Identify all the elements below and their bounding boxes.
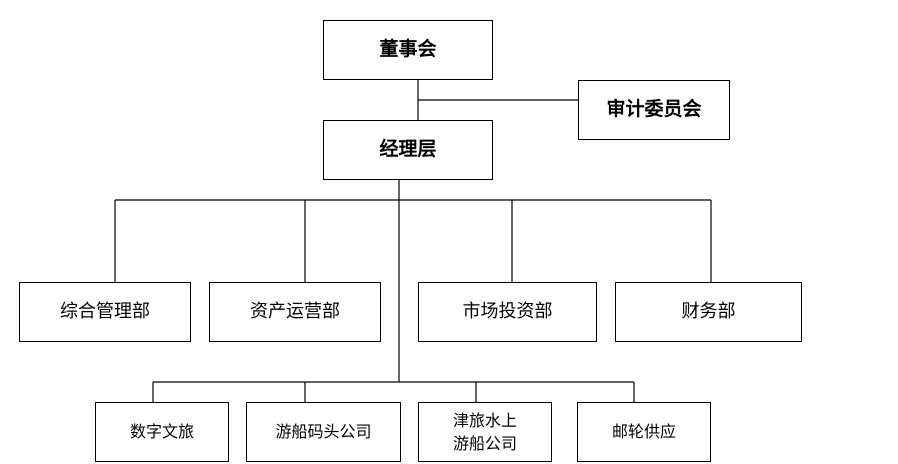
subsidiary-label: 津旅水上 游船公司 bbox=[452, 410, 517, 453]
department-box-general-admin: 综合管理部 bbox=[19, 282, 191, 342]
subsidiary-box-digital-tourism: 数字文旅 bbox=[95, 402, 229, 462]
department-label: 资产运营部 bbox=[250, 300, 340, 322]
management-box: 经理层 bbox=[323, 120, 493, 180]
subsidiary-box-cruise-supply: 邮轮供应 bbox=[577, 402, 711, 462]
department-label: 财务部 bbox=[681, 300, 736, 322]
audit-committee-box: 审计委员会 bbox=[578, 80, 730, 140]
subsidiary-box-water-cruise: 津旅水上 游船公司 bbox=[418, 402, 552, 462]
subsidiary-label: 游船码头公司 bbox=[275, 422, 372, 442]
board-box: 董事会 bbox=[323, 20, 493, 80]
department-label: 市场投资部 bbox=[462, 300, 553, 322]
management-label: 经理层 bbox=[379, 138, 437, 161]
department-box-market-investment: 市场投资部 bbox=[418, 282, 597, 342]
department-box-asset-operations: 资产运营部 bbox=[209, 282, 381, 342]
subsidiary-box-cruise-terminal: 游船码头公司 bbox=[246, 402, 401, 462]
subsidiary-label: 数字文旅 bbox=[129, 422, 194, 442]
department-label: 综合管理部 bbox=[60, 300, 150, 322]
board-label: 董事会 bbox=[379, 38, 437, 61]
subsidiary-label: 邮轮供应 bbox=[611, 422, 676, 442]
department-box-finance: 财务部 bbox=[615, 282, 802, 342]
audit-committee-label: 审计委员会 bbox=[606, 98, 702, 121]
